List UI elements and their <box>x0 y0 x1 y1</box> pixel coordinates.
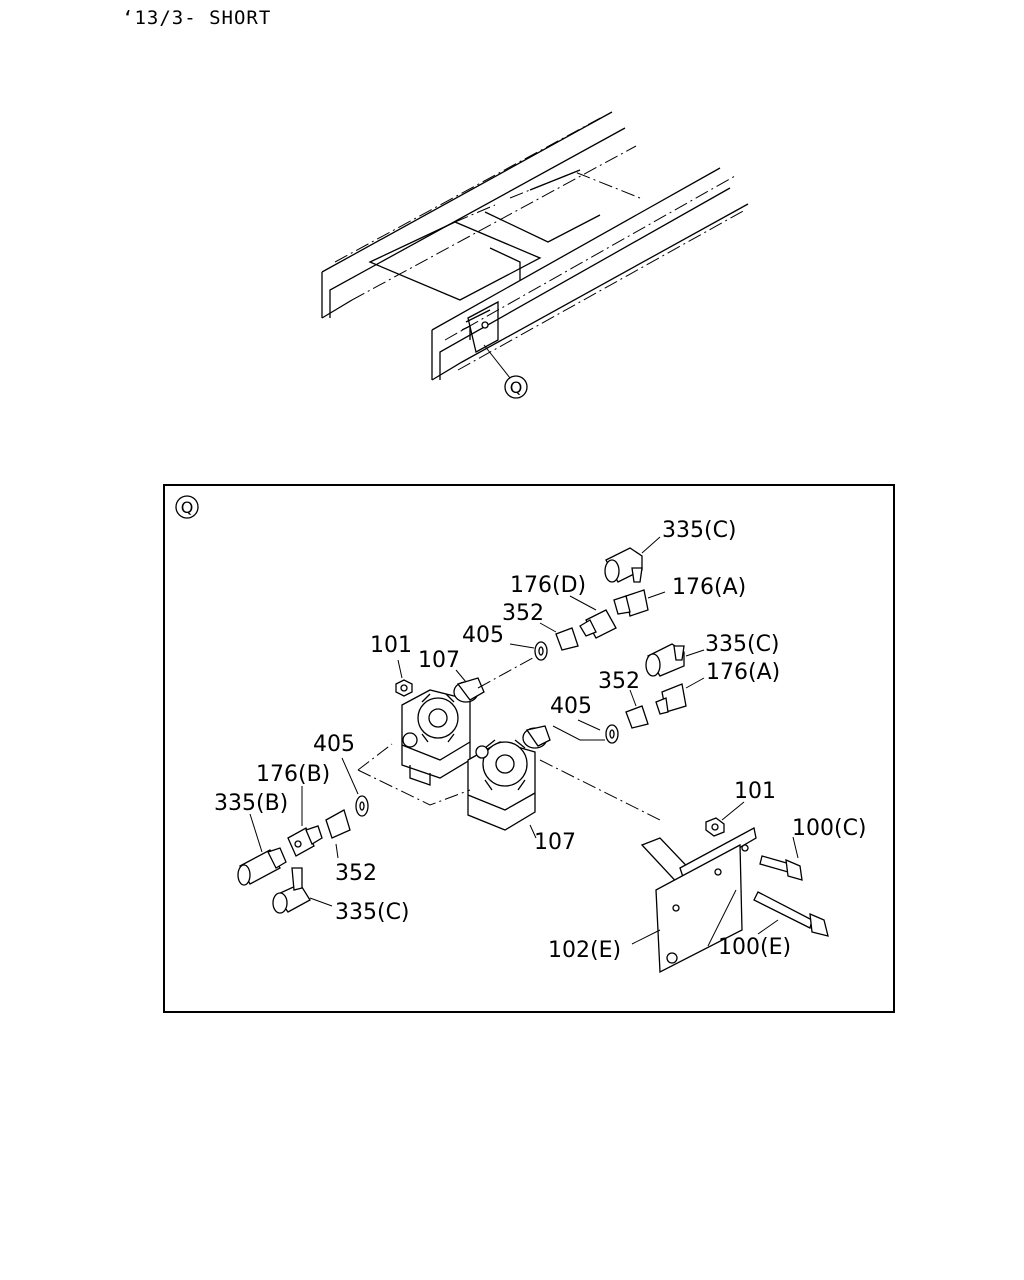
relay-valve-upper <box>401 677 485 786</box>
washer-405-left <box>355 795 369 817</box>
connector-176d <box>579 609 617 639</box>
bracket-102e <box>640 827 757 974</box>
label-176a-top: 176(A) <box>672 575 746 600</box>
nipple-352-bottom <box>325 809 351 839</box>
connector-176b <box>287 825 323 857</box>
label-107-bottom: 107 <box>534 830 576 855</box>
svg-text:Q: Q <box>181 498 194 517</box>
bolt-100c <box>759 855 803 881</box>
label-335b: 335(B) <box>214 791 288 816</box>
label-405-left: 405 <box>313 732 355 757</box>
svg-text:Q: Q <box>510 378 523 397</box>
tee-fitting-176a-mid <box>655 683 687 715</box>
label-405-top: 405 <box>462 623 504 648</box>
label-176d: 176(D) <box>510 573 586 598</box>
label-335c-top: 335(C) <box>662 518 737 543</box>
label-405-mid: 405 <box>550 694 592 719</box>
elbow-fitting-335c-bottom <box>272 867 311 914</box>
relay-valve-lower <box>467 725 551 831</box>
nipple-352-top <box>555 627 579 651</box>
elbow-fitting-335c-mid <box>645 643 685 677</box>
washer-405-mid <box>605 724 619 744</box>
header-text: ‘13/3- SHORT <box>122 7 271 29</box>
label-352-mid: 352 <box>598 669 640 694</box>
elbow-fitting-335c-top <box>604 547 643 583</box>
nut-101-left <box>395 679 413 697</box>
label-100e: 100(E) <box>718 935 791 960</box>
label-335c-mid: 335(C) <box>705 632 780 657</box>
label-100c: 100(C) <box>792 816 867 841</box>
nut-101-right <box>705 817 725 837</box>
leader-lines <box>249 536 799 947</box>
label-107-top: 107 <box>418 648 460 673</box>
washer-405-top <box>534 641 548 661</box>
label-101-left: 101 <box>370 633 412 658</box>
callout-q: Q <box>504 375 528 399</box>
detail-frame <box>163 484 895 1013</box>
connector-335b <box>237 847 287 886</box>
label-101-right: 101 <box>734 779 776 804</box>
detail-marker-q: Q <box>175 495 199 519</box>
label-102e: 102(E) <box>548 938 621 963</box>
label-176b: 176(B) <box>256 762 330 787</box>
label-335c-bottom: 335(C) <box>335 900 410 925</box>
label-352-bottom: 352 <box>335 861 377 886</box>
bolt-100e <box>753 891 829 937</box>
label-352-top: 352 <box>502 601 544 626</box>
nipple-352-mid <box>625 705 649 729</box>
chassis-frame-overview <box>321 111 749 381</box>
label-176a-mid: 176(A) <box>706 660 780 685</box>
tee-fitting-176a-top <box>613 589 649 617</box>
